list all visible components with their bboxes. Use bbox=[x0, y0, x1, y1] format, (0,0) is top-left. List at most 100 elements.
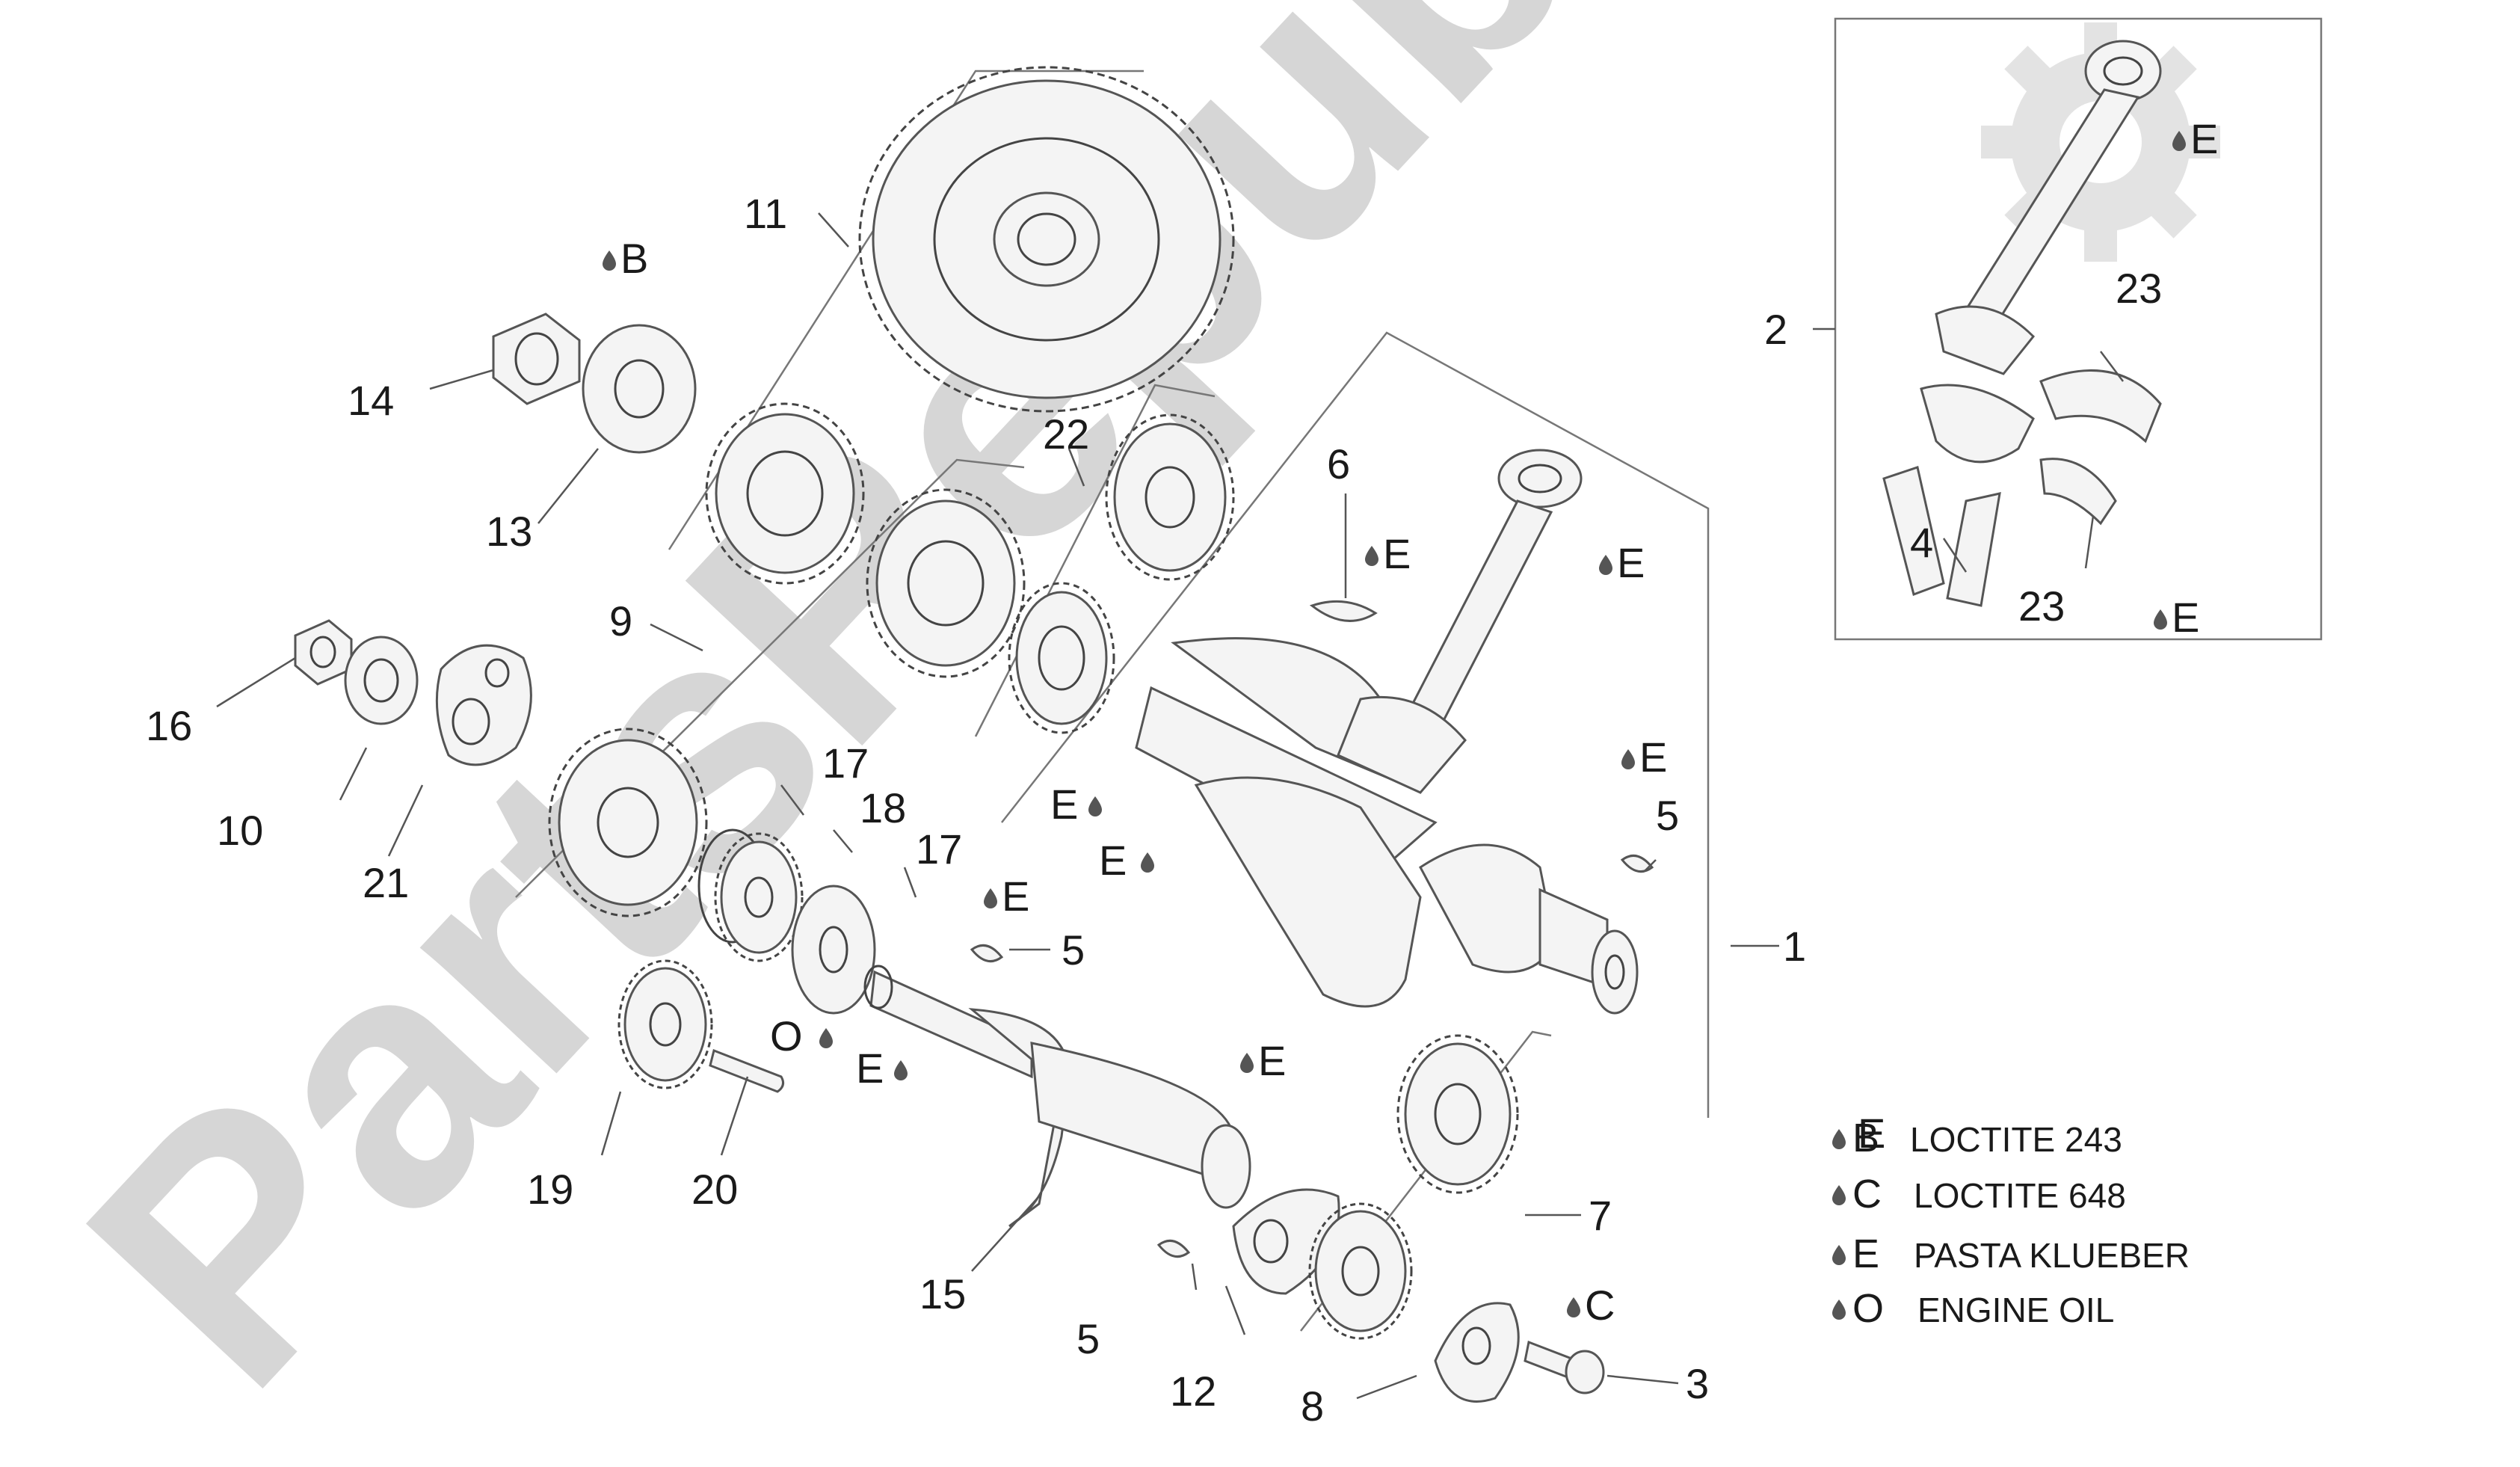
drop-icon bbox=[1832, 1129, 1846, 1149]
gear-18 bbox=[714, 832, 804, 962]
callout-1: 1 bbox=[1783, 923, 1806, 970]
drop-icon bbox=[984, 888, 997, 908]
callout-22: 22 bbox=[1043, 410, 1089, 458]
legend-text-o: ENGINE OIL bbox=[1917, 1291, 2114, 1329]
marker-e-6: E bbox=[1099, 837, 1127, 884]
gear-22-lower bbox=[1008, 582, 1115, 734]
balance-shaft-15 bbox=[863, 965, 1251, 1228]
legend: B LOCTITE 243 C LOCTITE 648 E PASTA KLUE… bbox=[1852, 1116, 2190, 1331]
leader-lines bbox=[216, 212, 2124, 1400]
callout-9: 9 bbox=[609, 597, 632, 645]
callout-11: 11 bbox=[744, 190, 787, 237]
plate-8 bbox=[1434, 1302, 1520, 1403]
drop-icon bbox=[2172, 131, 2186, 151]
drop-icon bbox=[1088, 796, 1102, 816]
nut-14 bbox=[492, 313, 581, 405]
drop-icon bbox=[894, 1060, 908, 1080]
callout-20: 20 bbox=[691, 1166, 738, 1213]
crankshaft-group-frame bbox=[1001, 331, 1710, 1118]
callout-15: 15 bbox=[919, 1270, 966, 1317]
callout-6: 6 bbox=[1327, 440, 1350, 488]
callout-19: 19 bbox=[527, 1166, 573, 1213]
legend-key-b: B bbox=[1852, 1116, 1879, 1160]
drop-icon bbox=[1832, 1245, 1846, 1265]
legend-key-o: O bbox=[1852, 1286, 1884, 1331]
gear-9-upper bbox=[866, 488, 1026, 678]
marker-c: C bbox=[1585, 1282, 1615, 1329]
marker-e-9: E bbox=[1258, 1037, 1286, 1084]
gear-22-upper bbox=[1105, 413, 1235, 581]
drop-icon bbox=[2154, 609, 2167, 630]
pin-20 bbox=[709, 1048, 785, 1093]
legend-key-e: E bbox=[1852, 1231, 1879, 1276]
legend-text-b: LOCTITE 243 bbox=[1910, 1120, 2122, 1159]
marker-e-7: E bbox=[1002, 873, 1029, 920]
drop-icon bbox=[1365, 546, 1378, 566]
gear-upper-left bbox=[705, 402, 865, 585]
callout-17a: 17 bbox=[822, 739, 869, 787]
callout-2: 2 bbox=[1764, 306, 1787, 353]
drop-icon bbox=[1567, 1297, 1580, 1317]
gear-19 bbox=[617, 959, 713, 1089]
timing-gear-11 bbox=[858, 66, 1235, 413]
crankshaft-assembly bbox=[1135, 637, 1639, 1015]
callout-14: 14 bbox=[348, 377, 394, 424]
callout-23b: 23 bbox=[2018, 582, 2065, 630]
cam-plate-21 bbox=[435, 644, 532, 766]
key-5-crank bbox=[1620, 854, 1654, 873]
marker-e-5: E bbox=[1050, 781, 1078, 828]
connecting-rod-main bbox=[1337, 449, 1583, 794]
screw-3 bbox=[1524, 1340, 1605, 1394]
washer-17-lower bbox=[791, 885, 876, 1015]
marker-e-10: E bbox=[2172, 594, 2199, 641]
drop-icon bbox=[1621, 749, 1635, 769]
callout-4: 4 bbox=[1910, 519, 1933, 566]
drop-icon bbox=[1832, 1185, 1846, 1205]
drop-icon bbox=[819, 1028, 833, 1048]
key-5-lower bbox=[1156, 1239, 1191, 1258]
nut-16 bbox=[294, 619, 353, 686]
callout-16: 16 bbox=[146, 702, 192, 749]
marker-e-8: E bbox=[856, 1045, 884, 1092]
drop-icon bbox=[603, 250, 616, 271]
callout-10: 10 bbox=[217, 807, 263, 854]
gear-7-upper bbox=[1396, 1034, 1519, 1194]
callout-3: 3 bbox=[1686, 1360, 1709, 1407]
key-5-shaft bbox=[970, 944, 1004, 963]
legend-key-c: C bbox=[1852, 1172, 1882, 1217]
callout-5b: 5 bbox=[1062, 926, 1085, 974]
callout-7: 7 bbox=[1589, 1192, 1612, 1239]
material-markers: B C E E E E E E E E E E E O bbox=[620, 115, 2218, 1329]
marker-e-2: E bbox=[1383, 530, 1411, 577]
callout-23a: 23 bbox=[2116, 265, 2162, 312]
legend-text-e: PASTA KLUEBER bbox=[1914, 1236, 2190, 1275]
group-frames bbox=[515, 17, 2323, 1332]
callout-17b: 17 bbox=[916, 825, 962, 873]
callout-5a: 5 bbox=[1656, 792, 1679, 839]
washer-10 bbox=[344, 636, 419, 725]
marker-b: B bbox=[620, 235, 648, 282]
marker-o: O bbox=[770, 1012, 803, 1060]
marker-e-3: E bbox=[1617, 539, 1645, 586]
callout-13: 13 bbox=[486, 508, 532, 555]
callout-5c: 5 bbox=[1076, 1315, 1100, 1362]
marker-e-11: E bbox=[1858, 1110, 1885, 1157]
callout-12: 12 bbox=[1170, 1368, 1216, 1415]
drop-icons bbox=[603, 131, 2186, 1320]
washer-13 bbox=[582, 324, 697, 454]
key-6 bbox=[1309, 600, 1378, 622]
drop-icon bbox=[1240, 1053, 1254, 1073]
callout-21: 21 bbox=[363, 859, 409, 906]
part-callouts: 1 2 3 4 5 5 5 6 7 8 9 10 11 12 13 14 15 … bbox=[146, 190, 2162, 1430]
gear-9-lower bbox=[548, 728, 708, 917]
drop-icon bbox=[1599, 555, 1612, 575]
drop-icon bbox=[1832, 1300, 1846, 1320]
marker-e-1: E bbox=[2190, 115, 2218, 162]
gear-7-lower bbox=[1308, 1202, 1413, 1340]
marker-e-4: E bbox=[1639, 734, 1667, 781]
drop-icon bbox=[1141, 852, 1154, 873]
legend-text-c: LOCTITE 648 bbox=[1914, 1176, 2126, 1215]
connecting-rod-inset bbox=[1882, 40, 2162, 607]
callout-18: 18 bbox=[860, 784, 906, 831]
